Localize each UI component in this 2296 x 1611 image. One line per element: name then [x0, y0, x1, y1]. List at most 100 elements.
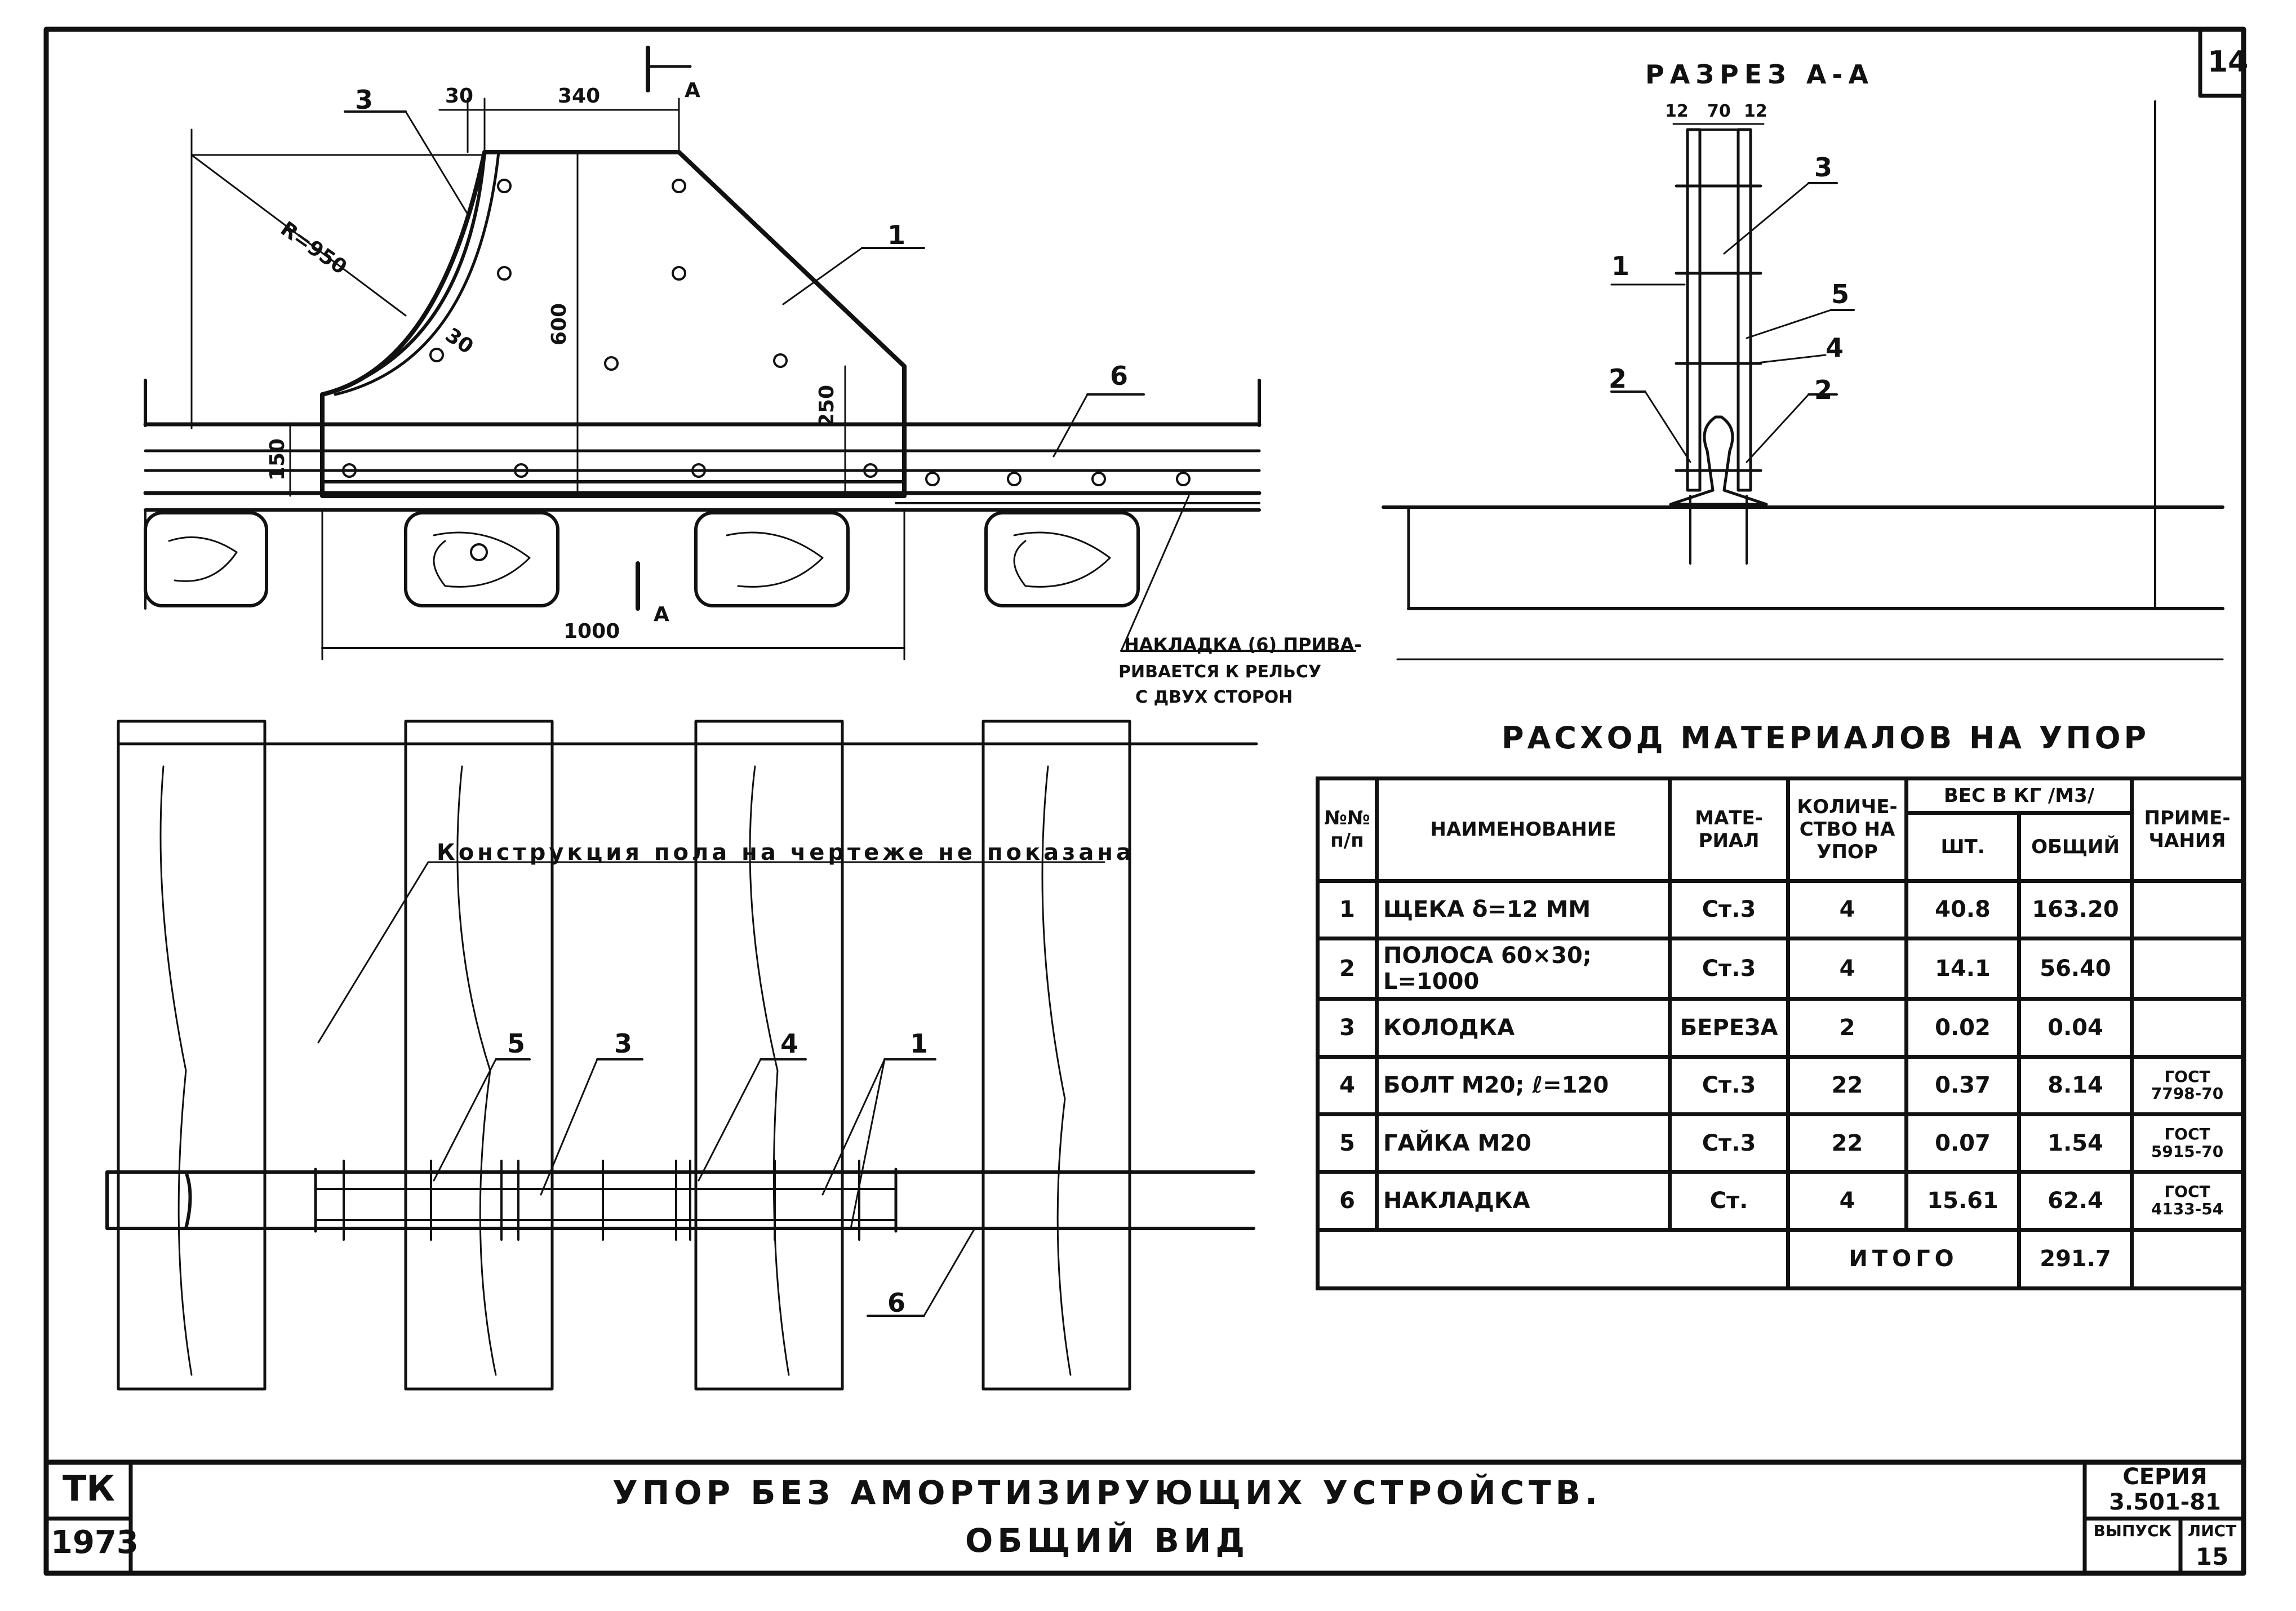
issue-label: ВЫПУСК — [2093, 1521, 2172, 1540]
materials-table-title: РАСХОД МАТЕРИАЛОВ НА УПОР — [1502, 720, 2150, 756]
cell-note — [2130, 936, 2245, 1001]
header-qty: КОЛИЧЕ-СТВО НА УПОР — [1786, 776, 1908, 883]
cell-unit: 15.61 — [1904, 1170, 2021, 1232]
callout-1-elevation: 1 — [887, 220, 906, 250]
callout-3-elevation: 3 — [355, 85, 374, 115]
table-row: 5 ГАЙКА М20 Ст.3 22 0.07 1.54 ГОСТ 5915-… — [1316, 1112, 2245, 1174]
section-mark-a-top: A — [685, 79, 700, 102]
dim-600: 600 — [548, 303, 571, 346]
sleeper-plan — [404, 720, 554, 1391]
drawing-title-line1: УПОР БЕЗ АМОРТИЗИРУЮЩИХ УСТРОЙСТВ. — [612, 1474, 1602, 1512]
section-callout-2-left: 2 — [1609, 363, 1627, 394]
cell-qty: 4 — [1786, 936, 1908, 1001]
table-total-row: ИТОГО 291.7 — [1316, 1227, 2245, 1291]
cell-note: ГОСТ 7798-70 — [2130, 1054, 2245, 1116]
cell-total: 163.20 — [2017, 878, 2134, 940]
cell-material: Ст.3 — [1668, 936, 1790, 1001]
materials-table: №№ п/п НАИМЕНОВАНИЕ МАТЕ-РИАЛ КОЛИЧЕ-СТВ… — [1316, 776, 2245, 1291]
section-mark-a-bottom: A — [654, 603, 669, 626]
section-callout-2-right: 2 — [1814, 375, 1833, 405]
cell-unit: 0.37 — [1904, 1054, 2021, 1116]
cell-qty: 4 — [1786, 1170, 1908, 1232]
cell-unit: 0.07 — [1904, 1112, 2021, 1174]
stop-plate-outline — [320, 150, 907, 498]
plan-callout-6: 6 — [887, 1288, 906, 1318]
cell-total: 1.54 — [2017, 1112, 2134, 1174]
cell-no: 6 — [1316, 1170, 1379, 1232]
section-callout-4: 4 — [1826, 332, 1844, 363]
sleeper-plan — [982, 720, 1131, 1391]
sheet-number-box — [2198, 27, 2246, 98]
sleeper-plan — [117, 720, 267, 1391]
cell-qty: 22 — [1786, 1112, 1908, 1174]
cell-qty: 2 — [1786, 997, 1908, 1059]
sleeper — [144, 511, 268, 607]
cell-total: 0.04 — [2017, 997, 2134, 1059]
dim-250: 250 — [815, 384, 839, 428]
cell-total: 8.14 — [2017, 1054, 2134, 1116]
sleeper-plan — [694, 720, 844, 1391]
cell-note: ГОСТ 5915-70 — [2130, 1112, 2245, 1174]
sheet-number: 14 — [2208, 45, 2249, 79]
cell-name: ГАЙКА М20 — [1375, 1112, 1672, 1174]
sleeper — [984, 511, 1140, 607]
note-overlay-line3: С ДВУХ СТОРОН — [1135, 687, 1293, 707]
header-weight: ВЕС В КГ /М3/ — [1904, 776, 2134, 815]
header-note: ПРИМЕ-ЧАНИЯ — [2130, 776, 2245, 883]
sheet-label: ЛИСТ — [2187, 1521, 2237, 1540]
section-a-a-view — [1382, 100, 2224, 660]
plan-callout-4: 4 — [780, 1028, 799, 1059]
elevation-view — [143, 46, 1356, 660]
plan-view — [105, 720, 1258, 1391]
cell-no: 4 — [1316, 1054, 1379, 1116]
header-material: МАТЕ-РИАЛ — [1668, 776, 1790, 883]
series-label: СЕРИЯ — [2122, 1464, 2208, 1490]
section-callout-1: 1 — [1611, 251, 1630, 281]
header-unit: ШТ. — [1904, 810, 2021, 883]
title-block-org: ТК — [63, 1468, 115, 1509]
sleeper — [694, 511, 850, 607]
plan-callout-3: 3 — [614, 1028, 633, 1059]
section-callout-3: 3 — [1814, 152, 1833, 183]
cell-name: НАКЛАДКА — [1375, 1170, 1672, 1232]
callout-6-elevation: 6 — [1110, 361, 1129, 391]
sleeper — [404, 511, 559, 607]
section-dim-12-left: 12 — [1665, 101, 1689, 121]
cell-empty — [1316, 1227, 1790, 1291]
cell-material: Ст.3 — [1668, 878, 1790, 940]
plan-callout-1: 1 — [910, 1028, 929, 1059]
dim-1000: 1000 — [563, 620, 620, 643]
drawing-title-line2: ОБЩИЙ ВИД — [965, 1521, 1250, 1560]
series-value: 3.501-81 — [2109, 1489, 2221, 1515]
sheet-value: 15 — [2195, 1543, 2229, 1570]
cell-total: 62.4 — [2017, 1170, 2134, 1232]
cell-name: ПОЛОСА 60×30; L=1000 — [1375, 936, 1672, 1001]
cell-material: Ст.3 — [1668, 1112, 1790, 1174]
note-overlay-line2: РИВАЕТСЯ К РЕЛЬСУ — [1118, 662, 1322, 682]
section-callout-5: 5 — [1831, 279, 1850, 309]
header-total: ОБЩИЙ — [2017, 810, 2134, 883]
title-block-year: 1973 — [51, 1524, 139, 1561]
dim-340: 340 — [558, 85, 601, 108]
dim-30-top: 30 — [445, 85, 474, 108]
cell-unit: 40.8 — [1904, 878, 2021, 940]
cell-empty — [2130, 1227, 2245, 1291]
cell-note: ГОСТ 4133-54 — [2130, 1170, 2245, 1232]
sheet-frame — [43, 26, 2246, 1576]
table-row: 2 ПОЛОСА 60×30; L=1000 Ст.3 4 14.1 56.40 — [1316, 936, 2245, 1001]
cell-unit: 0.02 — [1904, 997, 2021, 1059]
cell-note — [2130, 878, 2245, 940]
plan-callout-5: 5 — [507, 1028, 526, 1059]
header-no: №№ п/п — [1316, 776, 1379, 883]
cell-no: 3 — [1316, 997, 1379, 1059]
section-dim-12-right: 12 — [1744, 101, 1767, 121]
cell-name: КОЛОДКА — [1375, 997, 1672, 1059]
total-value: 291.7 — [2017, 1227, 2134, 1291]
table-row: 6 НАКЛАДКА Ст. 4 15.61 62.4 ГОСТ 4133-54 — [1316, 1170, 2245, 1232]
cell-material: Ст. — [1668, 1170, 1790, 1232]
section-title: РАЗРЕЗ А-А — [1645, 59, 1875, 90]
cell-name: ЩЕКА δ=12 ММ — [1375, 878, 1672, 940]
note-overlay-line1: НАКЛАДКА (6) ПРИВА- — [1124, 634, 1362, 655]
total-label: ИТОГО — [1786, 1227, 2021, 1291]
cell-no: 1 — [1316, 878, 1379, 940]
